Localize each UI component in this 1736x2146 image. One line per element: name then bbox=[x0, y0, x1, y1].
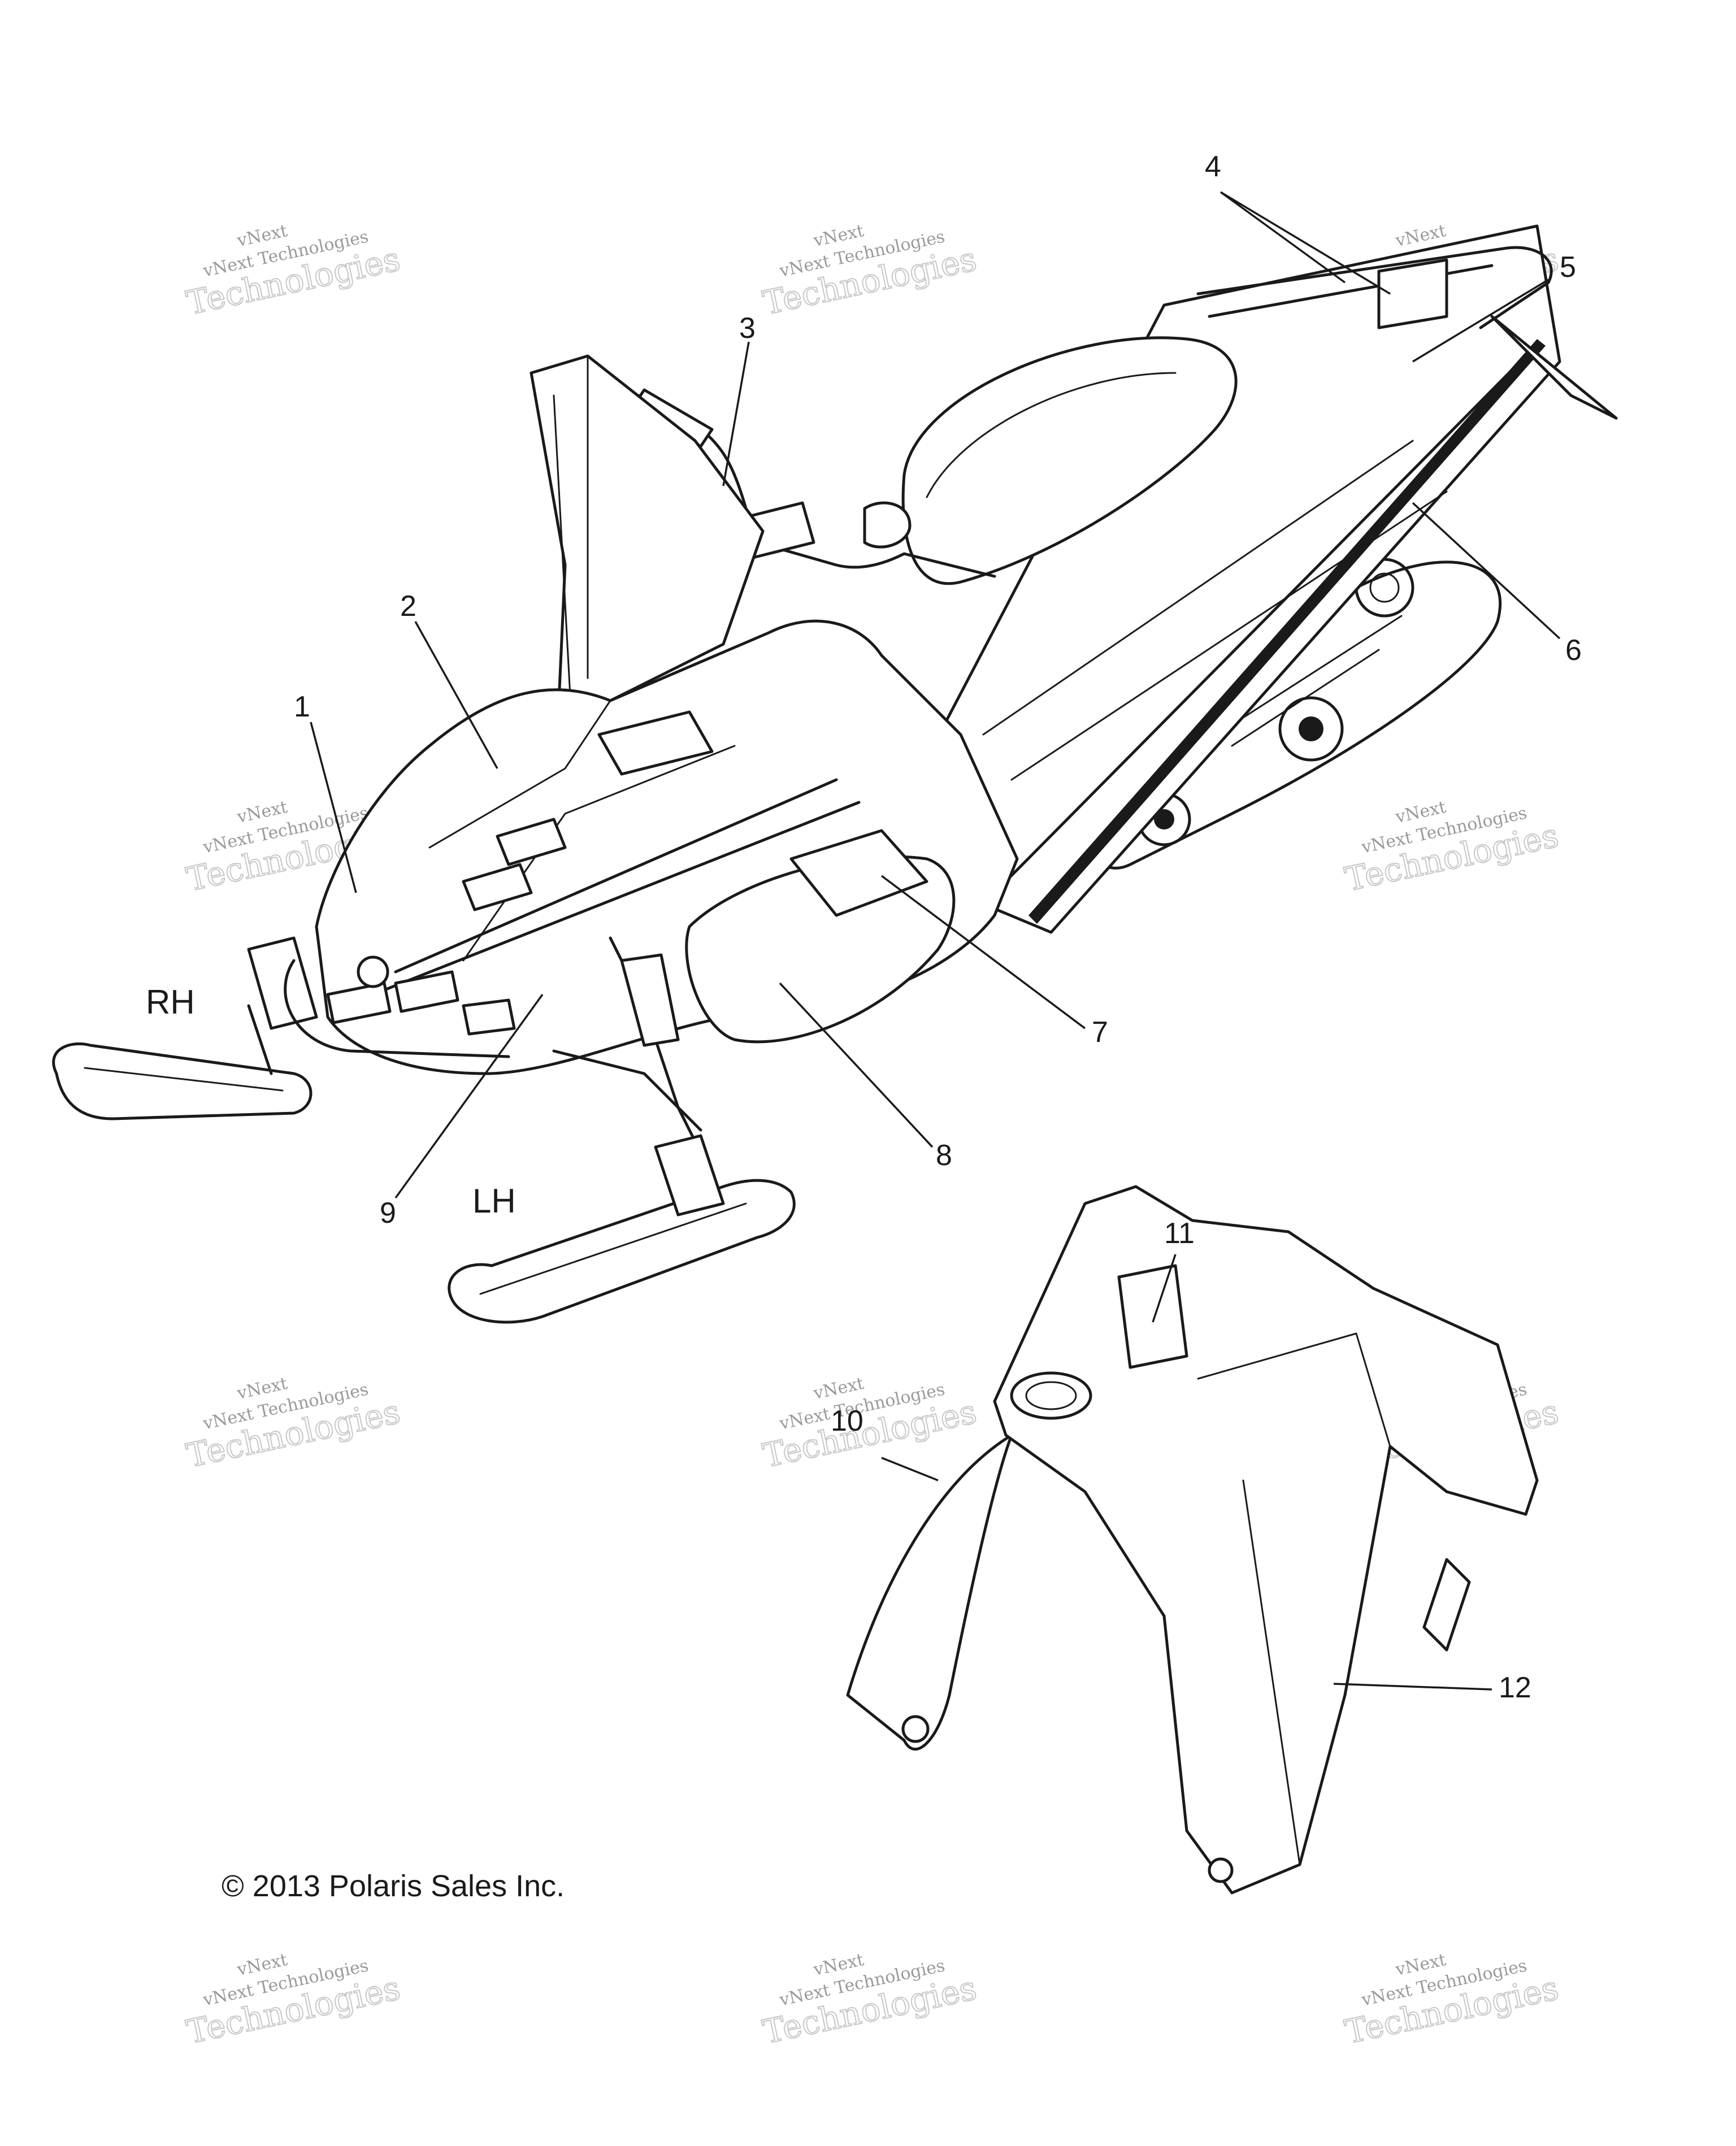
callout-6: 6 bbox=[1565, 634, 1582, 667]
callout-11: 11 bbox=[1164, 1217, 1195, 1250]
callouts: 1 2 3 4 5 6 7 8 9 10 11 12 bbox=[294, 150, 1582, 1704]
snowmobile-illustration bbox=[52, 224, 1618, 1324]
callout-4: 4 bbox=[1205, 150, 1221, 183]
callout-7: 7 bbox=[1092, 1016, 1108, 1049]
hood-body bbox=[284, 619, 1019, 1075]
callout-12: 12 bbox=[1499, 1671, 1531, 1704]
label-lh: LH bbox=[472, 1182, 516, 1220]
rear-bumper bbox=[1196, 246, 1618, 420]
callout-5: 5 bbox=[1560, 251, 1576, 284]
side-panel-illustration bbox=[846, 1185, 1539, 1895]
callout-1: 1 bbox=[294, 690, 310, 723]
rear-suspension-track bbox=[1095, 558, 1502, 870]
front-suspension bbox=[247, 936, 702, 1154]
watermark: vNext vNext Technologies Technologies bbox=[1341, 797, 1563, 899]
watermark: vNext vNext Technologies Technologies bbox=[759, 1950, 980, 2052]
watermark: vNext vNext Technologies Technologies bbox=[183, 221, 404, 323]
watermark: vNext vNext Technologies Technologies bbox=[183, 1950, 404, 2052]
watermark: vNext vNext Technologies Technologies bbox=[759, 1374, 980, 1475]
watermark: vNext vNext Technologies Technologies bbox=[759, 221, 980, 323]
watermark: vNext vNext Technologies Technologies bbox=[183, 1374, 404, 1475]
seat bbox=[901, 336, 1238, 585]
windshield bbox=[530, 354, 765, 714]
callout-2: 2 bbox=[400, 590, 416, 623]
ski-rh bbox=[52, 1004, 313, 1120]
callout-8: 8 bbox=[936, 1139, 952, 1172]
label-rh: RH bbox=[146, 983, 195, 1021]
callout-3: 3 bbox=[739, 312, 756, 345]
callout-10: 10 bbox=[831, 1405, 863, 1437]
copyright-text: © 2013 Polaris Sales Inc. bbox=[222, 1869, 565, 1903]
leader-lines bbox=[310, 191, 1561, 1691]
callout-9: 9 bbox=[380, 1197, 396, 1230]
ski-lh bbox=[448, 1134, 796, 1324]
watermark: vNext vNext Technologies Technologies bbox=[1341, 1950, 1563, 2052]
